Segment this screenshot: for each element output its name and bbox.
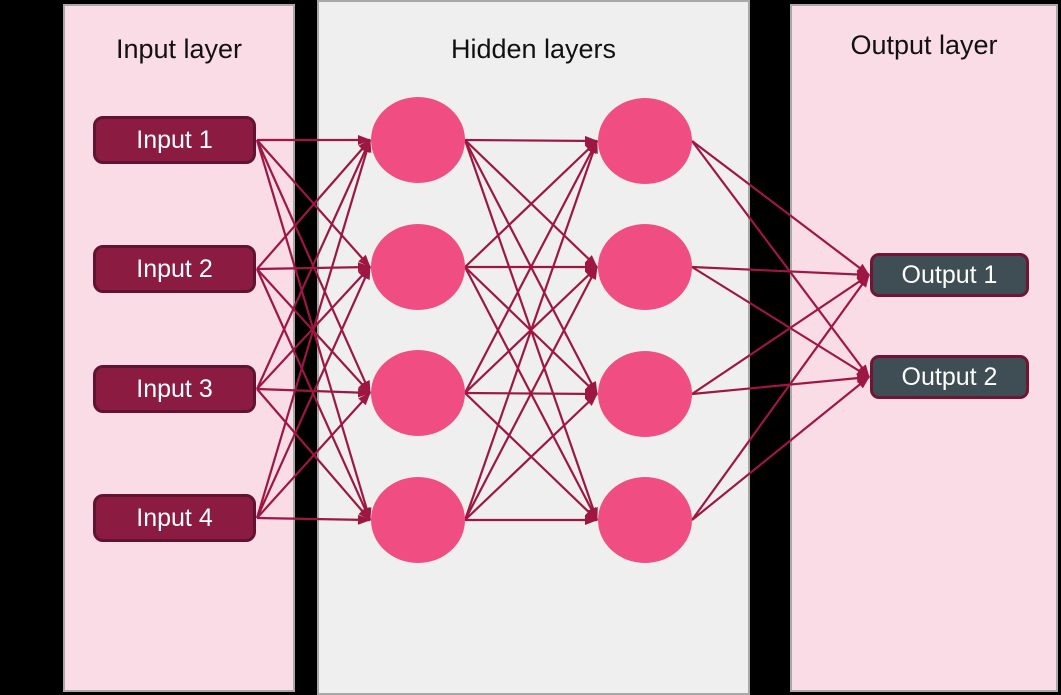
input-node-1: Input 1	[93, 116, 256, 164]
input-layer-title: Input layer	[115, 34, 243, 64]
output-node-1: Output 1	[870, 253, 1029, 297]
hidden-layers-title: Hidden layers	[450, 34, 617, 64]
panel-hidden-layers: Hidden layers	[317, 0, 750, 695]
panel-output-layer: Output layer	[790, 4, 1058, 692]
output-node-2: Output 2	[870, 355, 1029, 399]
input-node-3: Input 3	[93, 365, 256, 413]
output-layer-title: Output layer	[850, 30, 998, 60]
input-node-2: Input 2	[93, 245, 256, 293]
input-node-4: Input 4	[93, 494, 256, 542]
panel-input-layer: Input layer	[63, 4, 295, 692]
